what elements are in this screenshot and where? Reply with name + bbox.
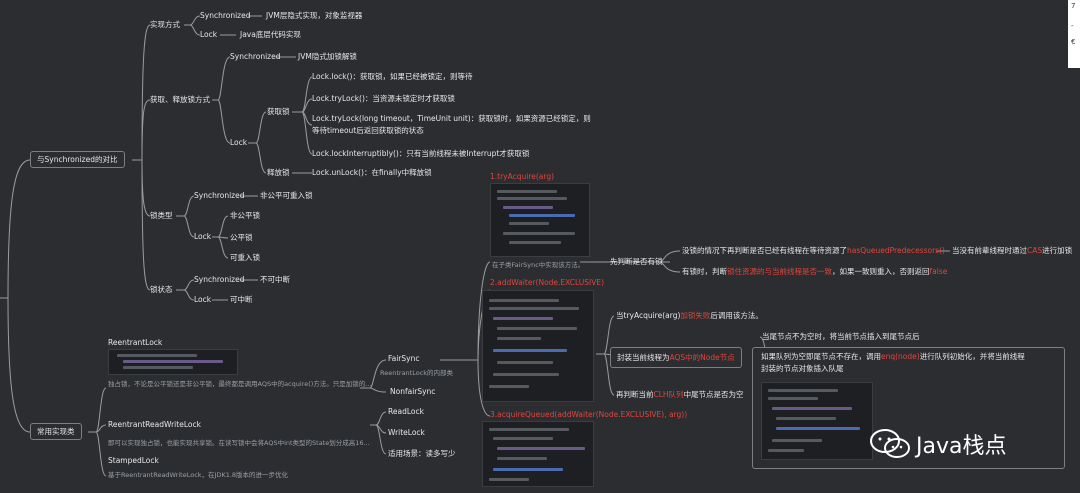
reentrantlock-node[interactable]: ReentrantLock	[108, 338, 163, 347]
acq-label[interactable]: 获取、释放锁方式	[150, 95, 210, 104]
tail-empty-text-cont: 封装的节点对象插入队尾	[761, 364, 844, 373]
side-card-text-2: -	[1071, 22, 1074, 30]
state-label[interactable]: 锁状态	[150, 285, 173, 294]
reentrantlock-caption: 独占锁，不论是公平锁还是非公平锁，最终都是调用AQS中的acquire()方法。…	[108, 380, 372, 388]
tail-not-empty[interactable]: 当尾节点不为空时，将当前节点插入到尾节点后	[762, 332, 920, 341]
side-card: 7 - €	[1068, 0, 1080, 68]
side-card-text-3: €	[1071, 38, 1076, 46]
fairsync-caption: ReentrantLock的内部类	[380, 369, 454, 377]
impl-lock[interactable]: Lock	[200, 30, 218, 39]
common-classes-label: 常用实现类	[37, 427, 75, 436]
rrwl-caption: 即可以实现独占锁，也能实现共享锁。在读写锁中会将AQS中int类型的State划…	[108, 439, 370, 447]
compare-label: 与Synchronized的对比	[37, 155, 118, 164]
watermark: Java栈点	[868, 428, 1006, 460]
method-trylock-timeout-cont: 等待timeout后返回获取锁的状态	[312, 126, 424, 135]
impl-sync[interactable]: Synchronized	[200, 11, 251, 20]
fairsync-node[interactable]: FairSync	[388, 354, 420, 363]
check-tail[interactable]: 再判断当前CLH队列中尾节点是否为空	[616, 390, 744, 399]
wrap-node[interactable]: 封装当前线程为AQS中的Node节点	[610, 347, 742, 368]
tryacquire-title[interactable]: 1.tryAcquire(arg)	[490, 172, 555, 181]
acq-release[interactable]: 释放锁	[267, 168, 290, 177]
watermark-text: Java栈点	[916, 434, 1007, 459]
state-sync[interactable]: Synchronized	[194, 275, 245, 284]
state-lock[interactable]: Lock	[194, 295, 212, 304]
reentrantlock-code-image	[108, 349, 238, 375]
type-label[interactable]: 锁类型	[150, 211, 173, 220]
type-lock[interactable]: Lock	[194, 232, 212, 241]
acq-sync[interactable]: Synchronized	[230, 52, 281, 61]
side-card-text-1: 7	[1071, 2, 1076, 10]
acq-sync-desc[interactable]: JVM隐式加锁解锁	[298, 52, 357, 61]
rrwl-node[interactable]: ReentrantReadWriteLock	[108, 420, 201, 429]
nonfairsync-node[interactable]: NonfairSync	[390, 387, 436, 396]
impl-label[interactable]: 实现方式	[150, 20, 180, 29]
type-sync-desc[interactable]: 非公平可重入锁	[260, 191, 313, 200]
impl-lock-desc[interactable]: Java底层代码实现	[240, 30, 301, 39]
readlock-node[interactable]: ReadLock	[388, 407, 424, 416]
acquirequeued-code-image	[482, 421, 594, 487]
common-classes-node[interactable]: 常用实现类	[30, 423, 82, 440]
nolock-branch[interactable]: 没锁的情况下再判断是否已经有线程在等待资源了hasQueuedPredecess…	[682, 246, 945, 255]
tryacquire-code-image	[490, 183, 590, 257]
rrwl-scene[interactable]: 适用场景：读多写少	[388, 449, 456, 458]
first-judge[interactable]: 先判断是否有锁	[610, 257, 663, 266]
method-lock[interactable]: Lock.lock()：获取锁，如果已经被锁定，则等待	[312, 72, 473, 81]
acq-get[interactable]: 获取锁	[267, 107, 290, 116]
state-sync-desc[interactable]: 不可中断	[260, 275, 290, 284]
type-fair[interactable]: 公平锁	[230, 233, 253, 242]
enq-code-image	[761, 382, 873, 460]
addwaiter-code-image	[482, 290, 594, 402]
type-reentrant[interactable]: 可重入锁	[230, 253, 260, 262]
tail-empty-text: 如果队列为空即尾节点不存在，调用enq(node)进行队列初始化，并将当前线程	[761, 352, 1025, 361]
method-unlock[interactable]: Lock.unLock()：在finally中释放锁	[312, 168, 432, 177]
tryacquire-caption: 在子类FairSync中实现该方法。	[492, 261, 585, 269]
wechat-icon	[870, 429, 910, 458]
stampedlock-caption: 基于ReentrantReadWriteLock，在JDK1.8版本的进一步优化	[108, 471, 289, 479]
compare-node[interactable]: 与Synchronized的对比	[30, 151, 125, 168]
stampedlock-node[interactable]: StampedLock	[108, 456, 159, 465]
addwaiter-when[interactable]: 当tryAcquire(arg)加锁失败后调用该方法。	[616, 311, 763, 320]
acquirequeued-title[interactable]: 3.acquireQueued(addWaiter(Node.EXCLUSIVE…	[490, 410, 688, 419]
haslock-branch[interactable]: 有锁时，判断锁住资源的与当前线程是否一致，如果一致则重入，否则返回false	[682, 267, 948, 276]
type-sync[interactable]: Synchronized	[194, 191, 245, 200]
nolock-cas[interactable]: 当没有前辈线程时通过CAS进行加锁	[952, 246, 1073, 255]
acq-lock[interactable]: Lock	[230, 138, 248, 147]
addwaiter-title[interactable]: 2.addWaiter(Node.EXCLUSIVE)	[490, 278, 605, 287]
method-lockinterruptibly[interactable]: Lock.lockInterruptibly()：只有当前线程未被Interru…	[312, 149, 530, 158]
writelock-node[interactable]: WriteLock	[388, 428, 425, 437]
type-unfair[interactable]: 非公平锁	[230, 211, 260, 220]
method-trylock[interactable]: Lock.tryLock()：当资源未锁定时才获取锁	[312, 94, 455, 103]
state-lock-desc[interactable]: 可中断	[230, 295, 253, 304]
impl-sync-desc[interactable]: JVM层隐式实现，对象监视器	[266, 11, 363, 20]
method-trylock-timeout[interactable]: Lock.tryLock(long timeout，TimeUnit unit)…	[312, 114, 591, 123]
